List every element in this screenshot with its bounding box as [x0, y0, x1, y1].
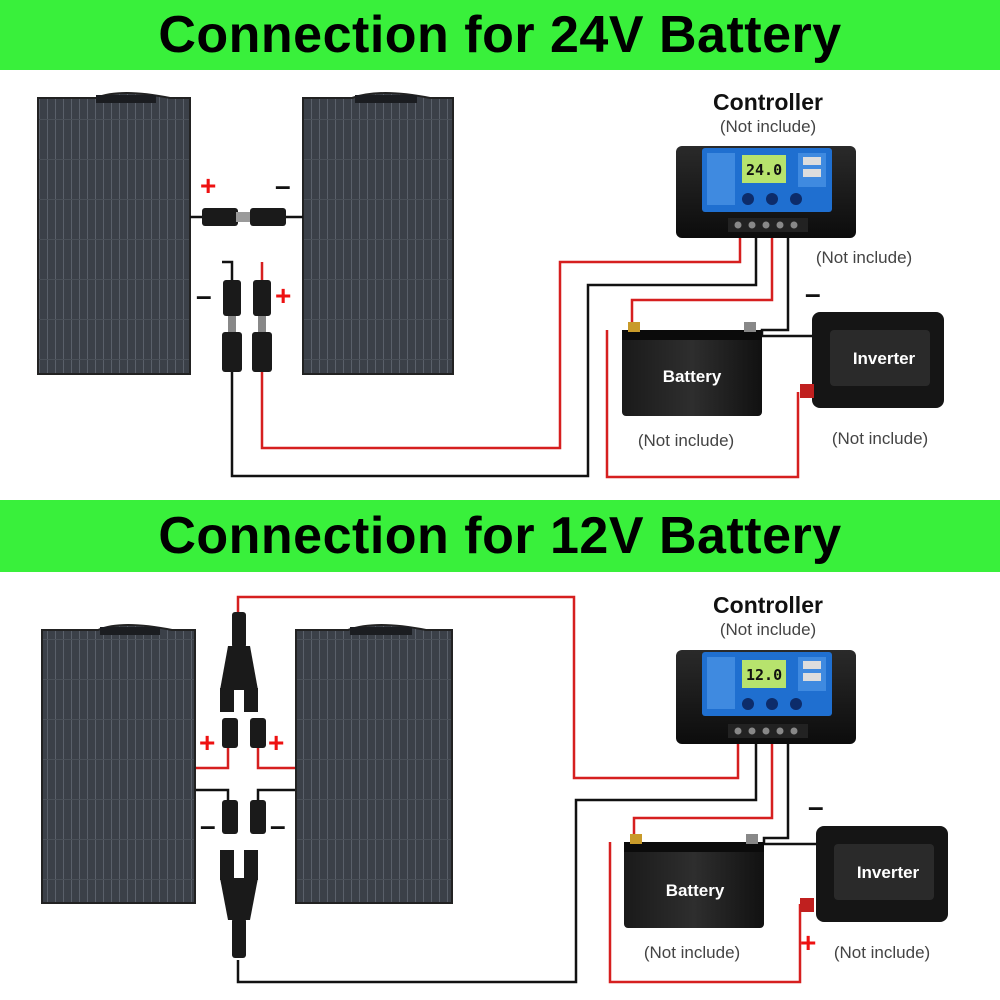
wire-red-battery-to-inverter — [605, 330, 800, 479]
lcd-reading-24v: 24.0 — [746, 161, 782, 179]
solar-panel-left-24v — [37, 92, 191, 375]
wire-black-branch-to-controller — [236, 742, 758, 984]
controller-note-24v: (Not include) — [720, 117, 816, 136]
section-24v: + – – + Controller (Not include) 24.0 — [37, 89, 944, 479]
section-12v: + + – – Controller (Not include) 12.0 — [41, 592, 948, 984]
inverter-label-12v: Inverter — [857, 863, 920, 882]
battery-label-24v: Battery — [663, 367, 722, 386]
wire-black-panels-to-branch — [195, 788, 296, 800]
mc4-y-branch-negative — [220, 800, 266, 958]
sign-positive-right: + — [268, 727, 284, 758]
battery-12v: Battery — [624, 834, 764, 928]
sign-positive-left: + — [199, 727, 215, 758]
sign-output-positive: + — [275, 280, 291, 311]
sign-negative-right: – — [270, 810, 286, 841]
load-note-24v: (Not include) — [816, 248, 912, 267]
inverter-12v: Inverter — [800, 826, 948, 922]
solar-panel-right-12v — [295, 624, 453, 904]
section-title-12v: Connection for 12V Battery — [158, 507, 842, 565]
wire-red-controller-to-battery — [630, 235, 774, 328]
charge-controller-12v: 12.0 — [676, 650, 856, 744]
sign-inverter-negative-12v: – — [808, 791, 824, 822]
controller-label-12v: Controller — [713, 592, 823, 618]
sign-series-positive: + — [200, 170, 216, 201]
section-title-24v: Connection for 24V Battery — [158, 6, 842, 64]
sign-negative-left: – — [200, 810, 216, 841]
wiring-12v — [195, 595, 818, 984]
inverter-label-24v: Inverter — [853, 349, 916, 368]
lcd-reading-12v: 12.0 — [746, 666, 782, 684]
controller-note-12v: (Not include) — [720, 620, 816, 639]
sign-series-negative: – — [275, 170, 291, 201]
banner-bottom: Connection for 12V Battery — [0, 500, 1000, 572]
inverter-note-24v: (Not include) — [832, 429, 928, 448]
wire-black-controller-to-battery — [762, 742, 790, 844]
sign-inverter-negative-24v: – — [805, 278, 821, 309]
mc4-series-connector-24v — [190, 208, 303, 226]
mc4-output-connectors-24v — [222, 280, 272, 372]
wire-red-branch-to-controller — [236, 595, 740, 780]
sign-inverter-positive-12v: + — [800, 927, 816, 958]
charge-controller-24v: 24.0 — [676, 146, 856, 238]
wire-red-panels-to-branch — [195, 744, 296, 770]
controller-label-24v: Controller — [713, 89, 823, 115]
wiring-24v — [222, 235, 812, 479]
solar-panel-left-12v — [41, 624, 196, 904]
wire-black-controller-to-battery — [760, 235, 790, 336]
wire-red-controller-to-battery — [632, 742, 774, 838]
sign-output-negative: – — [196, 280, 212, 311]
inverter-note-12v: (Not include) — [834, 943, 930, 962]
lcd-screen-24v — [742, 155, 786, 183]
mc4-y-branch-positive — [220, 612, 266, 748]
battery-label-12v: Battery — [666, 881, 725, 900]
battery-note-24v: (Not include) — [638, 431, 734, 450]
lcd-screen-12v — [742, 660, 786, 688]
banner-top: Connection for 24V Battery — [0, 0, 1000, 70]
battery-note-12v: (Not include) — [644, 943, 740, 962]
solar-panel-right-24v — [302, 92, 454, 375]
wire-red-battery-to-inverter — [608, 842, 802, 984]
inverter-24v: Inverter — [800, 312, 944, 408]
battery-24v: Battery — [622, 322, 762, 416]
